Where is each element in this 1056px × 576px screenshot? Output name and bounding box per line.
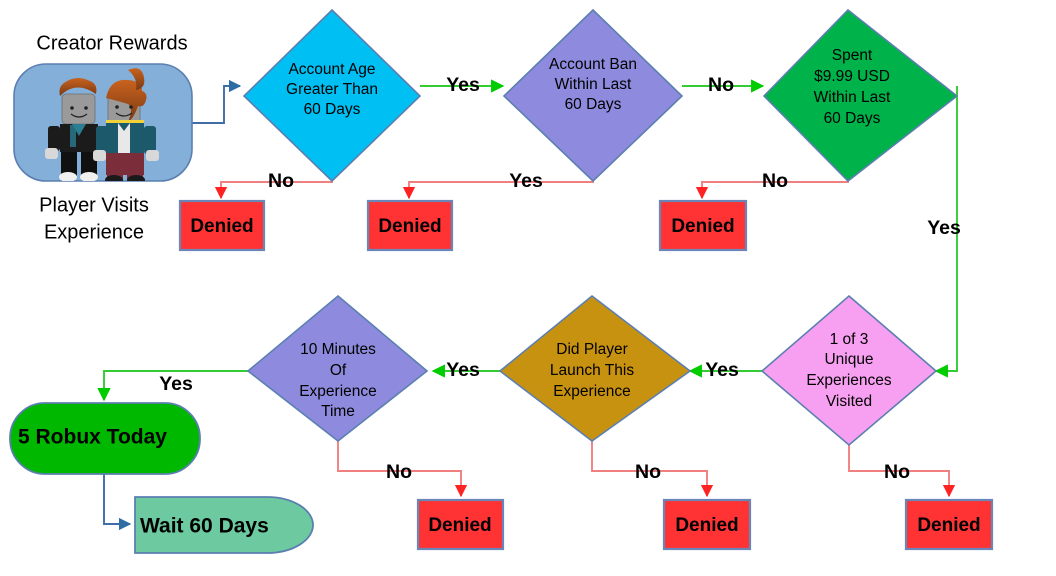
- node-decision-unique-experiences[interactable]: 1 of 3 Unique Experiences Visited: [760, 294, 938, 447]
- edge-d6-yes: [97, 370, 248, 402]
- node-start-creator-rewards[interactable]: [13, 63, 193, 185]
- start-caption-line-1: Player Visits: [39, 194, 149, 216]
- d2-line-1: Account Ban: [549, 56, 637, 73]
- roblox-avatars-image: [45, 68, 159, 181]
- edge-label-d6-no: No: [386, 461, 412, 483]
- edge-d6-no: [337, 441, 468, 498]
- node-decision-account-ban[interactable]: Account Ban Within Last 60 Days: [502, 8, 684, 183]
- d2-line-3: 60 Days: [565, 96, 622, 113]
- d1-line-1: Account Age: [288, 61, 375, 78]
- edge-d3-yes: [934, 86, 958, 378]
- d6-line-3: Experience: [299, 383, 377, 400]
- edge-label-layer: No Yes Yes No No Yes No Yes No Yes No Ye…: [159, 74, 961, 483]
- wait-label: Wait 60 Days: [140, 515, 269, 538]
- start-node-shape[interactable]: [13, 63, 193, 182]
- d4-line-4: Visited: [826, 393, 872, 410]
- edge-label-d6-yes: Yes: [159, 373, 193, 395]
- edge-d5-no: [591, 441, 714, 498]
- node-denied-4[interactable]: Denied: [416, 498, 505, 551]
- d1-line-2: Greater Than: [286, 81, 378, 98]
- edge-d4-no: [848, 445, 956, 498]
- d5-line-2: Launch This: [550, 362, 634, 379]
- denied-label: Denied: [675, 515, 738, 536]
- denied-box[interactable]: [662, 498, 752, 551]
- node-decision-account-age[interactable]: Account Age Greater Than 60 Days: [242, 8, 422, 183]
- denied-box[interactable]: [366, 199, 454, 252]
- edge-start-to-d1: [192, 79, 242, 124]
- reward-shape[interactable]: [9, 402, 201, 475]
- node-denied-2[interactable]: Denied: [366, 199, 454, 252]
- decision-shape[interactable]: [498, 294, 692, 442]
- diagram-title: Creator Rewards: [36, 32, 187, 54]
- d3-line-2: $9.99 USD: [814, 68, 890, 85]
- d3-line-1: Spent: [832, 47, 873, 64]
- edge-label-d1-yes: Yes: [446, 74, 480, 96]
- node-decision-launch-experience[interactable]: Did Player Launch This Experience: [498, 294, 692, 442]
- edge-label-d1-no: No: [268, 170, 294, 192]
- edge-label-d5-no: No: [635, 461, 661, 483]
- d4-line-1: 1 of 3: [830, 331, 869, 348]
- node-reward-robux[interactable]: 5 Robux Today: [9, 402, 201, 475]
- d6-line-2: Of: [330, 362, 347, 379]
- denied-label: Denied: [428, 515, 491, 536]
- denied-box[interactable]: [904, 498, 994, 551]
- edge-label-d5-yes: Yes: [446, 359, 480, 381]
- d5-line-1: Did Player: [556, 341, 628, 358]
- node-denied-3[interactable]: Denied: [658, 199, 748, 252]
- d5-line-3: Experience: [553, 383, 631, 400]
- edge-label-d2-no: No: [708, 74, 734, 96]
- d1-line-3: 60 Days: [304, 101, 361, 118]
- denied-box[interactable]: [178, 199, 266, 252]
- edge-label-d3-no: No: [762, 170, 788, 192]
- decision-shape[interactable]: [242, 8, 422, 183]
- d3-line-3: Within Last: [814, 89, 891, 106]
- edge-label-d3-yes: Yes: [927, 217, 961, 239]
- node-decision-experience-time[interactable]: 10 Minutes Of Experience Time: [246, 294, 429, 443]
- denied-label: Denied: [917, 515, 980, 536]
- edge-label-d4-yes: Yes: [705, 359, 739, 381]
- node-decision-spent-usd[interactable]: Spent $9.99 USD Within Last 60 Days: [762, 8, 959, 183]
- d4-line-2: Unique: [824, 351, 873, 368]
- denied-label: Denied: [671, 216, 734, 237]
- d6-line-4: Time: [321, 403, 355, 420]
- d2-line-2: Within Last: [555, 76, 632, 93]
- denied-label: Denied: [190, 216, 253, 237]
- decision-shape[interactable]: [762, 8, 959, 183]
- reward-label: 5 Robux Today: [18, 426, 167, 449]
- edge-reward-to-wait: [103, 474, 132, 531]
- node-denied-5[interactable]: Denied: [662, 498, 752, 551]
- d6-line-1: 10 Minutes: [300, 341, 376, 358]
- edge-label-d2-yes: Yes: [509, 170, 543, 192]
- decision-shape[interactable]: [246, 294, 429, 443]
- denied-box[interactable]: [658, 199, 748, 252]
- decision-shape[interactable]: [760, 294, 938, 447]
- denied-box[interactable]: [416, 498, 505, 551]
- edge-label-d4-no: No: [884, 461, 910, 483]
- d4-line-3: Experiences: [806, 372, 892, 389]
- edge-d2-yes: [402, 181, 594, 200]
- decision-shape[interactable]: [502, 8, 684, 183]
- start-caption-line-2: Experience: [44, 221, 144, 243]
- node-wait-60-days[interactable]: Wait 60 Days: [134, 496, 314, 554]
- denied-label: Denied: [378, 216, 441, 237]
- wait-shape[interactable]: [134, 496, 314, 554]
- d3-line-4: 60 Days: [824, 110, 881, 127]
- node-denied-6[interactable]: Denied: [904, 498, 994, 551]
- node-denied-1[interactable]: Denied: [178, 199, 266, 252]
